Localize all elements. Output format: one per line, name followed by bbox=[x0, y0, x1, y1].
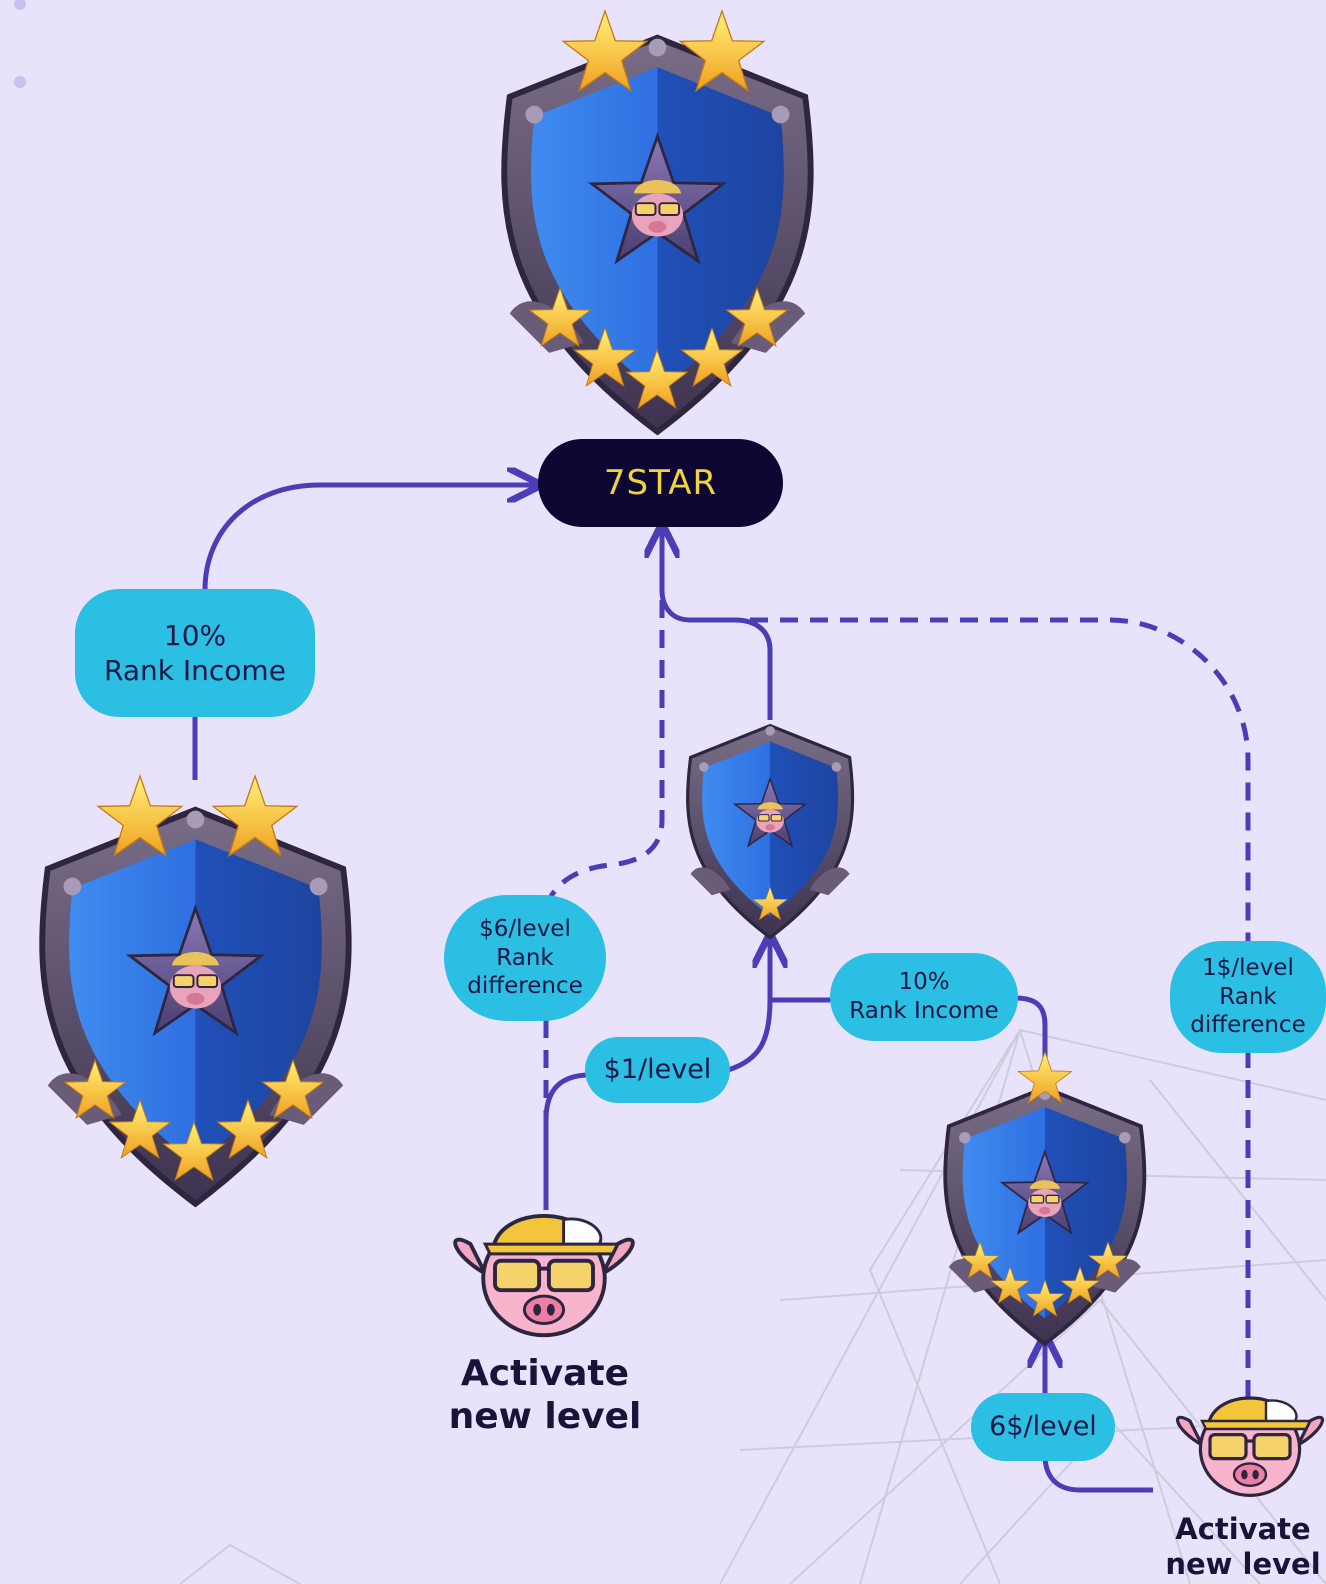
mid-rank-diff-amount: $6/level bbox=[479, 915, 571, 942]
left-activate-line1: Activate bbox=[460, 1353, 630, 1394]
right-rank-diff-amount: 1$/level bbox=[1202, 954, 1294, 981]
connector-bottom-right bbox=[1042, 1454, 1153, 1493]
right-rank-diff-pill: 1$/level Rank difference bbox=[1170, 941, 1326, 1053]
mid-rank-diff-pill: $6/level Rank difference bbox=[444, 895, 606, 1021]
right-rank-diff-word1: Rank bbox=[1219, 983, 1277, 1010]
left-pig-mascot bbox=[453, 1213, 635, 1338]
connector-left-top bbox=[202, 485, 535, 591]
decor-dot bbox=[14, 0, 26, 10]
mid-rank-diff-word1: Rank bbox=[496, 944, 554, 971]
left-activate-caption: Activate new level bbox=[440, 1352, 650, 1438]
right-activate-line1: Activate bbox=[1175, 1512, 1311, 1546]
right-rank-diff-word2: difference bbox=[1190, 1012, 1306, 1039]
right-pig-mascot bbox=[1175, 1396, 1325, 1498]
right-activate-caption: Activate new level bbox=[1160, 1512, 1326, 1582]
mid-level-pill: $1/level bbox=[585, 1037, 730, 1103]
right-rank-income-percent: 10% bbox=[898, 969, 950, 996]
left-rank-income-percent: 10% bbox=[163, 619, 227, 652]
connector-level-to-mid bbox=[727, 940, 770, 1073]
dashed-mid bbox=[547, 600, 665, 900]
connector-mid-badge-to-7star bbox=[662, 530, 773, 720]
bottom-level-pill: 6$/level bbox=[971, 1393, 1115, 1461]
mid-rank-diff-word2: difference bbox=[467, 973, 583, 1000]
left-activate-line2: new level bbox=[448, 1396, 642, 1438]
background-wireframe bbox=[179, 1028, 1326, 1584]
bottom-level-text: 6$/level bbox=[989, 1411, 1097, 1443]
decor-dot bbox=[14, 76, 26, 88]
dashed-top-right bbox=[690, 617, 1251, 950]
left-rank-income-label: Rank Income bbox=[104, 654, 286, 687]
left-rank-income-pill: 10% Rank Income bbox=[75, 589, 315, 717]
connector-right-income-2 bbox=[1014, 995, 1048, 1080]
right-rank-income-label: Rank Income bbox=[849, 998, 999, 1024]
right-rank-income-pill: 10% Rank Income bbox=[830, 953, 1018, 1041]
right-activate-line2: new level bbox=[1165, 1546, 1321, 1581]
connector-pig-to-mid bbox=[543, 1072, 591, 1210]
connectors bbox=[192, 485, 1251, 1493]
7star-node: 7STAR bbox=[538, 439, 783, 527]
mid-level-text: $1/level bbox=[603, 1054, 712, 1086]
